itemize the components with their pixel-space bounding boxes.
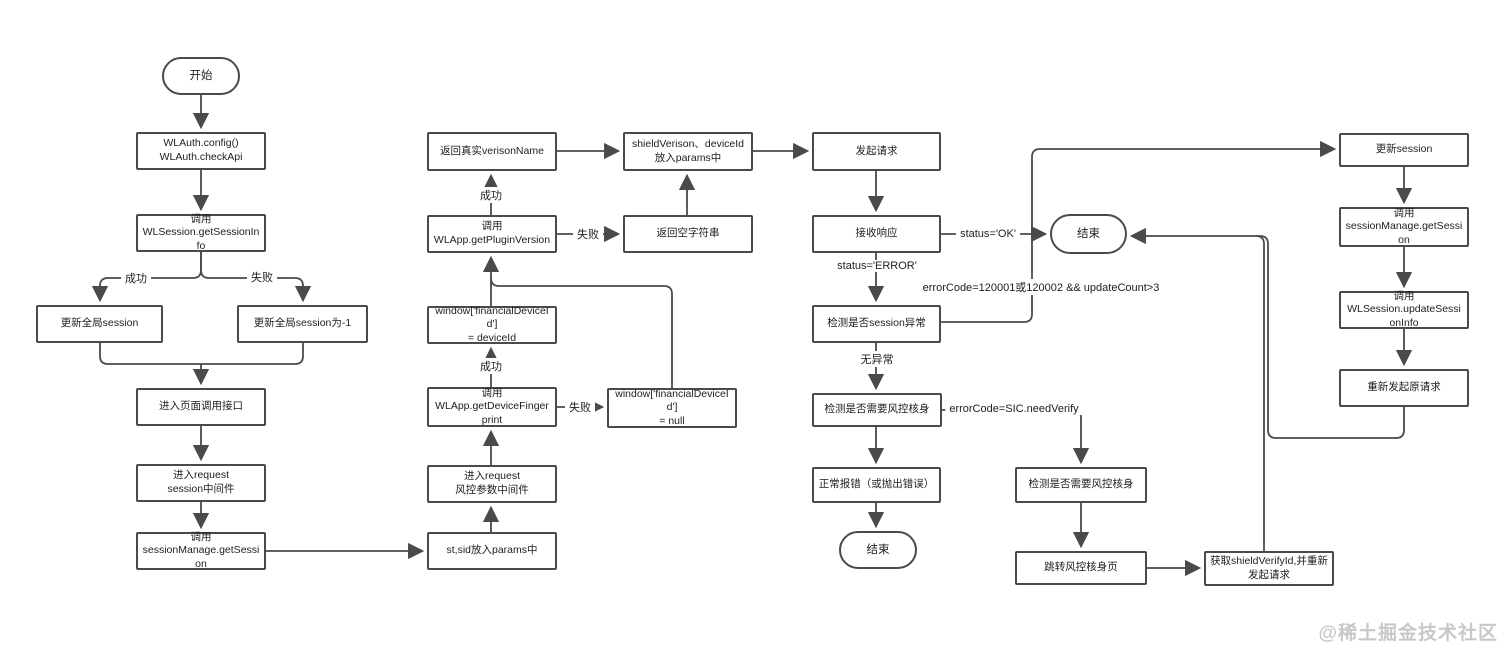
node-end-bottom: 结束	[839, 531, 917, 569]
node-financial-device-id-null: window['financialDeviceId'] = null	[607, 388, 737, 428]
node-normal-error: 正常报错（或抛出错误）	[812, 467, 941, 503]
node-check-session-error: 检测是否session异常	[812, 305, 941, 343]
edge-label-success-3: 成功	[476, 358, 506, 374]
node-end-top: 结束	[1050, 214, 1127, 254]
node-check-risk-verify-2: 检测是否需要风控核身	[1015, 467, 1147, 503]
edge-label-error-code-update: errorCode=120001或120002 && updateCount>3	[918, 279, 1164, 295]
node-send-request: 发起请求	[812, 132, 941, 171]
node-call-get-session-info: 调用 WLSession.getSessionInfo	[136, 213, 266, 252]
node-update-global-session: 更新全局session	[36, 305, 163, 343]
node-call-get-device-fingerprint: 调用 WLApp.getDeviceFingerprint	[427, 387, 557, 427]
node-update-session: 更新session	[1339, 133, 1469, 167]
node-enter-page-call-api: 进入页面调用接口	[136, 388, 266, 426]
edge-label-success-1: 成功	[121, 270, 151, 286]
node-wlauth-config: WLAuth.config() WLAuth.checkApi	[136, 132, 266, 170]
edge-label-error-code-need-verify: errorCode=SIC.needVerify	[945, 403, 1083, 415]
edge-label-fail-3: 失败	[565, 399, 595, 415]
node-financial-device-id-deviceid: window['financialDeviceId'] = deviceId	[427, 305, 557, 344]
edge-label-fail-1: 失败	[247, 269, 277, 285]
node-receive-response: 接收响应	[812, 215, 941, 253]
node-check-risk-verify-1: 检测是否需要风控核身	[812, 393, 942, 427]
node-return-real-version-name: 返回真实verisonName	[427, 132, 557, 171]
node-call-update-session-info: 调用 WLSession.updateSessionInfo	[1339, 290, 1469, 329]
edge-label-status-ok: status='OK'	[956, 228, 1020, 240]
node-call-get-plugin-version: 调用 WLApp.getPluginVersion	[427, 215, 557, 253]
node-start: 开始	[162, 57, 240, 95]
node-update-global-session-neg1: 更新全局session为-1	[237, 305, 368, 343]
node-get-shield-verify-id: 获取shieldVerifyId,并重新发起请求	[1204, 551, 1334, 586]
node-st-sid-into-params: st,sid放入params中	[427, 532, 557, 570]
node-jump-risk-verify-page: 跳转风控核身页	[1015, 551, 1147, 585]
node-shield-version-into-params: shieldVerison、deviceId放入params中	[623, 132, 753, 171]
edge-label-fail-2: 失败	[573, 226, 603, 242]
node-return-empty-string: 返回空字符串	[623, 215, 753, 253]
edge-label-status-error: status='ERROR'	[833, 260, 921, 272]
edge-label-success-2: 成功	[476, 187, 506, 203]
node-call-session-manage-get-session-2: 调用 sessionManage.getSession	[1339, 207, 1469, 247]
node-resend-original-request: 重新发起原请求	[1339, 369, 1469, 407]
watermark: @稀土掘金技术社区	[1318, 623, 1498, 644]
edge-label-no-error: 无异常	[856, 351, 898, 367]
node-enter-request-risk-middleware: 进入request 风控参数中间件	[427, 465, 557, 503]
node-call-session-manage-get-session: 调用 sessionManage.getSession	[136, 531, 266, 570]
node-enter-request-session-middleware: 进入request session中间件	[136, 464, 266, 502]
